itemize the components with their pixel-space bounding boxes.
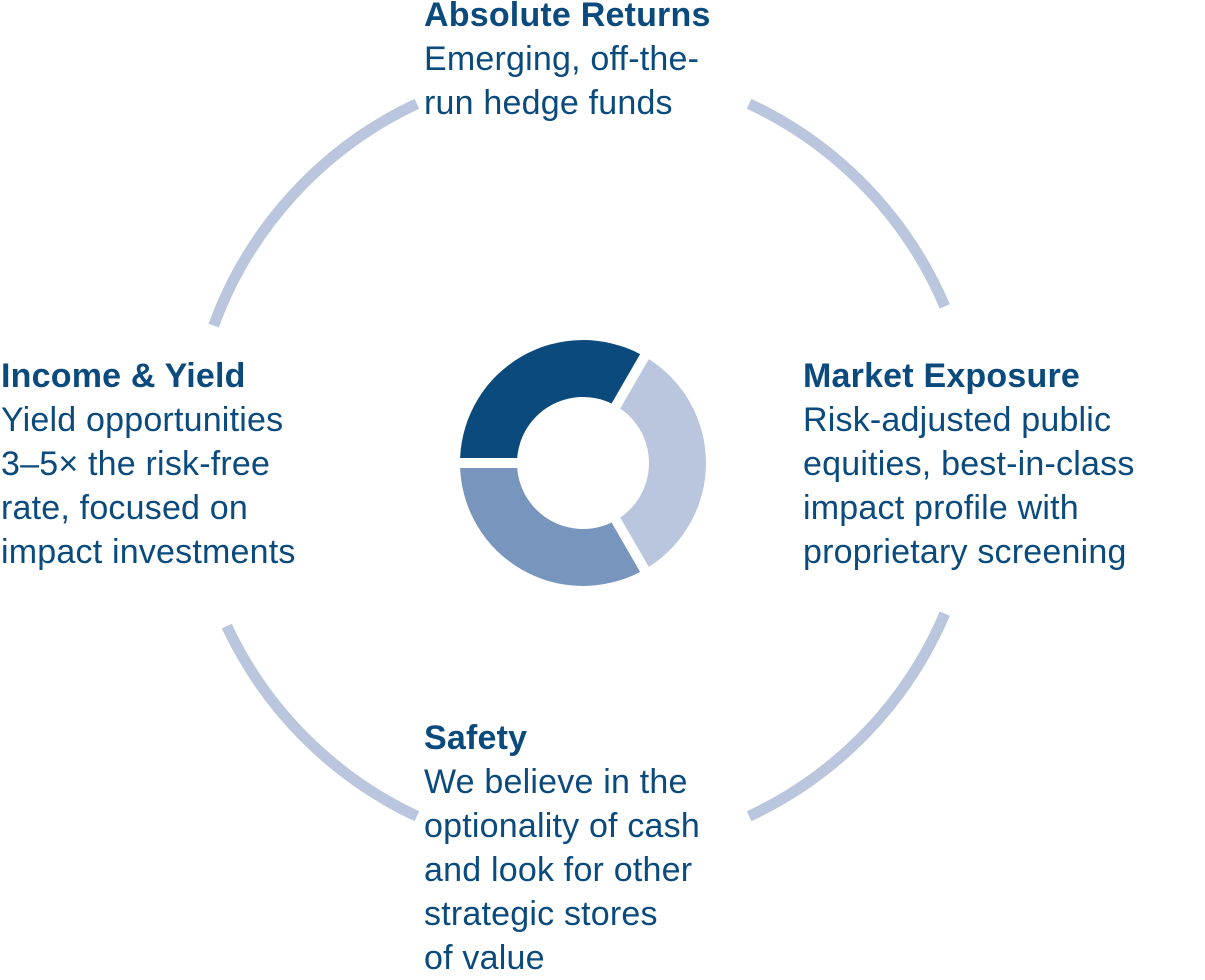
absolute-returns-title: Absolute Returns — [424, 0, 711, 34]
donut-segment-dark — [460, 340, 641, 458]
description-line: of value — [424, 939, 545, 977]
market-exposure-block: Market Exposure Risk-adjusted public equ… — [803, 354, 1135, 574]
description-line: 3–5× the risk-free — [1, 445, 271, 483]
outer-ring — [208, 98, 950, 822]
absolute-returns-description: Emerging, off-the- run hedge funds — [424, 37, 711, 125]
safety-title: Safety — [424, 719, 528, 757]
description-line: rate, focused on — [1, 489, 249, 527]
ring-arc-bottom-right — [746, 611, 950, 822]
income-yield-description: Yield opportunities 3–5× the risk-free r… — [1, 398, 296, 574]
description-line: optionality of cash — [424, 807, 700, 845]
description-line: Emerging, off-the- — [424, 40, 700, 78]
donut-segment-light — [620, 359, 706, 567]
income-yield-title: Income & Yield — [1, 357, 246, 395]
ring-arc-top-right — [746, 98, 950, 309]
description-line: impact investments — [1, 533, 296, 571]
absolute-returns-block: Absolute Returns Emerging, off-the- run … — [424, 0, 711, 125]
description-line: strategic stores — [424, 895, 658, 933]
description-line: proprietary screening — [803, 533, 1127, 571]
center-donut — [460, 340, 706, 586]
description-line: Risk-adjusted public — [803, 401, 1112, 439]
description-line: Yield opportunities — [1, 401, 284, 439]
description-line: and look for other — [424, 851, 693, 889]
income-yield-block: Income & Yield Yield opportunities 3–5× … — [1, 354, 296, 574]
description-line: impact profile with — [803, 489, 1079, 527]
description-line: We believe in the — [424, 763, 688, 801]
ring-arc-top-left — [208, 98, 420, 328]
safety-description: We believe in the optionality of cash an… — [424, 760, 700, 980]
market-exposure-description: Risk-adjusted public equities, best-in-c… — [803, 398, 1135, 574]
donut-segment-mid — [460, 468, 641, 586]
market-exposure-title: Market Exposure — [803, 357, 1080, 395]
safety-block: Safety We believe in the optionality of … — [424, 716, 700, 980]
ring-arc-bottom-left — [221, 623, 420, 822]
description-line: equities, best-in-class — [803, 445, 1135, 483]
description-line: run hedge funds — [424, 84, 673, 122]
